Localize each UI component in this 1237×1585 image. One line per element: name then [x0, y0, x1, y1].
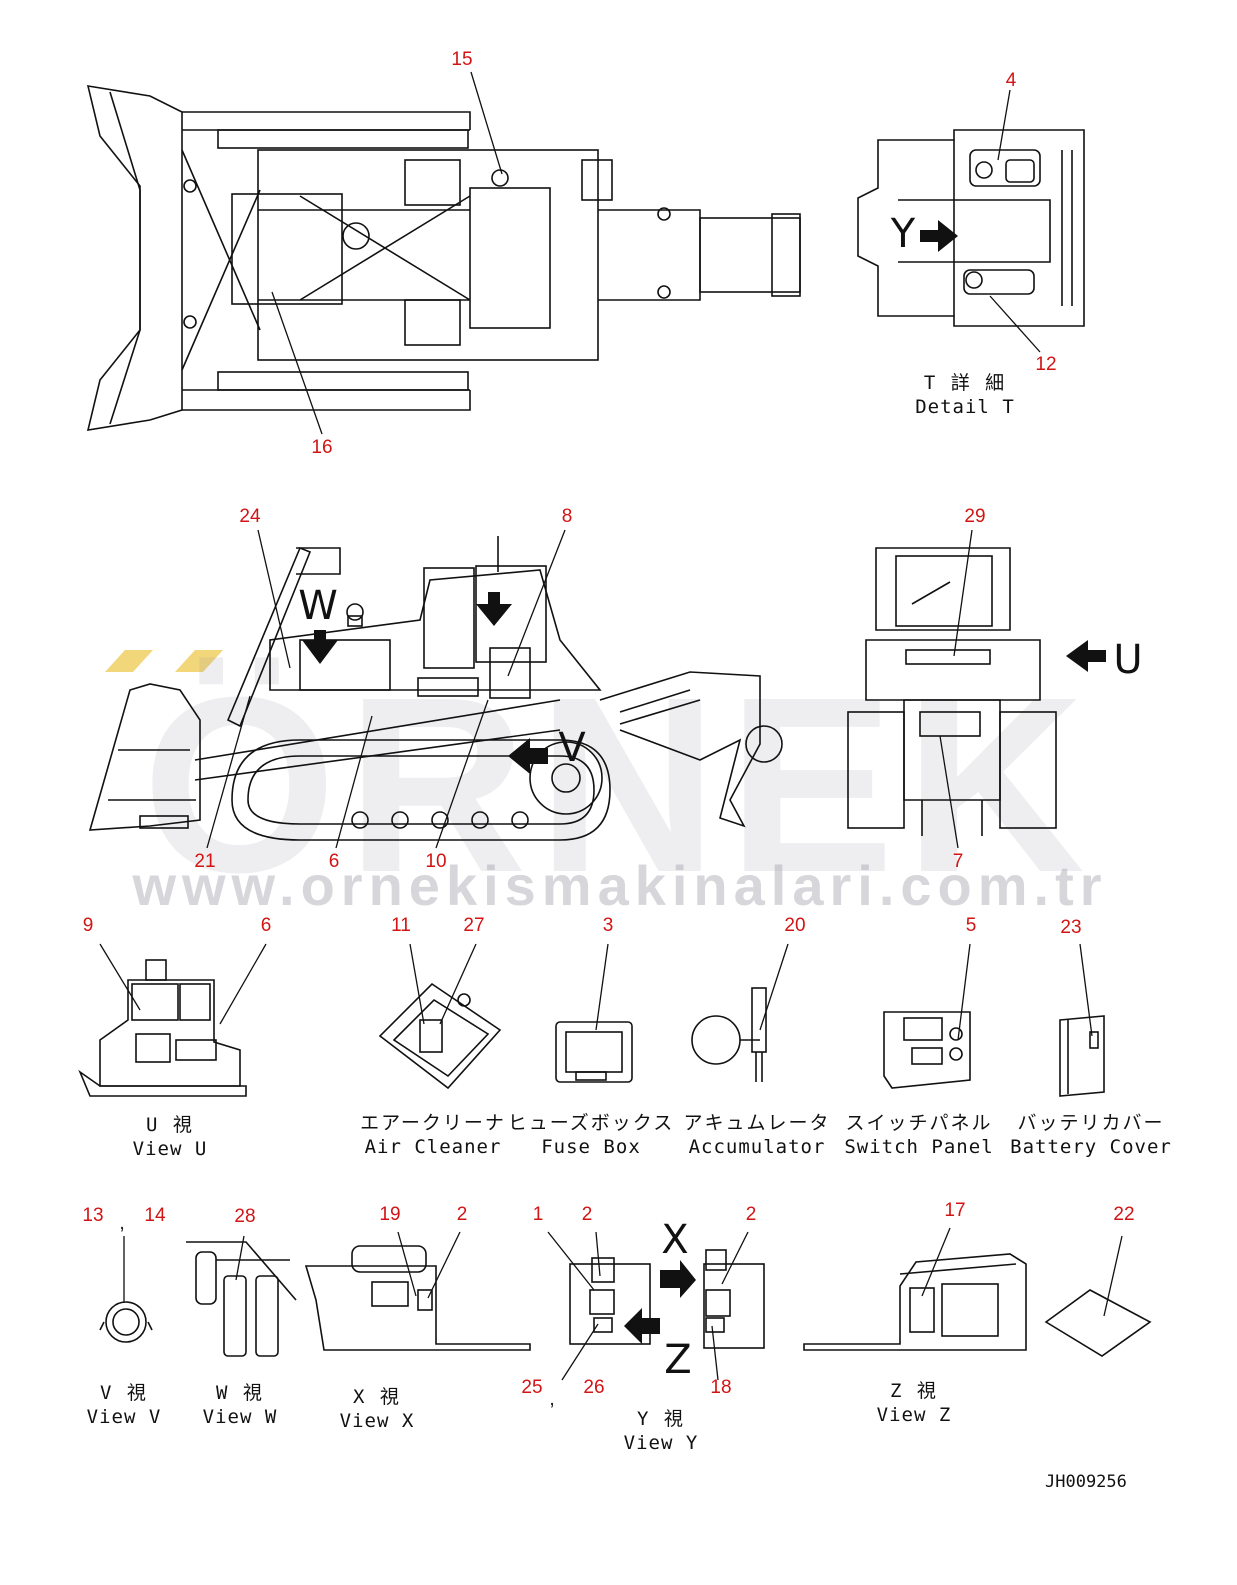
view-letter-w: W	[298, 583, 338, 629]
arrow-v	[508, 738, 548, 774]
callout-20: 20	[784, 915, 806, 936]
callout-comma-13-14: ,	[119, 1213, 125, 1234]
callout-26: 26	[583, 1377, 605, 1398]
view-w-drawing	[186, 1241, 297, 1357]
air-cleaner-drawing	[378, 982, 502, 1090]
watermark-logo-mark	[105, 650, 223, 672]
callout-19: 19	[379, 1204, 401, 1225]
callout-25: 25	[521, 1377, 543, 1398]
view-z-drawing	[803, 1253, 1027, 1351]
drawing-id: JH009256	[1045, 1472, 1127, 1492]
callout-28: 28	[234, 1206, 256, 1227]
view-arrows	[302, 220, 1106, 1344]
callout-8: 8	[561, 506, 573, 527]
callout-27: 27	[463, 915, 485, 936]
callout-2-view-y-right: 2	[745, 1204, 757, 1225]
view-letter-v: V	[558, 725, 586, 771]
accumulator-drawing	[691, 987, 767, 1082]
watermark-brand: ÖRNEK	[142, 645, 1095, 924]
callout-17: 17	[944, 1200, 966, 1221]
callout-9: 9	[82, 915, 94, 936]
fuse-box-drawing	[555, 1021, 633, 1083]
view-letter-x: X	[661, 1217, 689, 1263]
leader-lines	[99, 71, 1123, 1381]
callout-23: 23	[1060, 917, 1082, 938]
view-letter-y-detail: Y	[890, 211, 916, 257]
detail-t-drawing	[857, 129, 1085, 327]
view-y-drawing	[569, 1249, 765, 1349]
callout-10: 10	[425, 851, 447, 872]
arrow-w	[302, 630, 338, 664]
callout-2-view-y-left: 2	[581, 1204, 593, 1225]
callout-4: 4	[1005, 70, 1017, 91]
callout-21: 21	[194, 851, 216, 872]
arrow-t	[476, 592, 512, 626]
view-letter-z: Z	[664, 1337, 692, 1383]
switch-panel-drawing	[883, 1011, 971, 1089]
callout-15: 15	[451, 49, 473, 70]
callout-12: 12	[1035, 354, 1057, 375]
callout-7: 7	[952, 851, 964, 872]
callout-13: 13	[82, 1205, 104, 1226]
callout-11: 11	[391, 915, 411, 936]
watermark-url: www.ornekismakinalari.com.tr	[132, 854, 1108, 917]
arrow-x	[660, 1260, 696, 1298]
callout-24: 24	[239, 506, 261, 527]
callout-16: 16	[311, 437, 333, 458]
callout-5: 5	[965, 915, 977, 936]
top-view-dozer	[86, 85, 801, 431]
callout-14: 14	[144, 1205, 166, 1226]
callout-2-view-x: 2	[456, 1204, 468, 1225]
side-view-dozer	[88, 536, 783, 841]
view-letter-u: U	[1113, 637, 1143, 683]
callout-3: 3	[602, 915, 614, 936]
callout-22: 22	[1113, 1204, 1135, 1225]
decal-sheet-drawing	[1044, 1289, 1152, 1357]
callout-29: 29	[964, 506, 986, 527]
arrow-u	[1066, 640, 1106, 672]
rear-view-dozer	[847, 547, 1057, 836]
view-v-drawing	[99, 1301, 153, 1343]
arrow-z	[624, 1308, 660, 1344]
view-u-drawing	[78, 959, 247, 1097]
callout-18: 18	[710, 1377, 732, 1398]
callout-1: 1	[532, 1204, 544, 1225]
battery-cover-drawing	[1059, 1015, 1105, 1097]
arrow-y-detail	[920, 220, 958, 252]
view-x-drawing	[304, 1245, 531, 1351]
callout-comma-25-26: ,	[549, 1389, 555, 1410]
callout-6b: 6	[260, 915, 272, 936]
callout-6: 6	[328, 851, 340, 872]
